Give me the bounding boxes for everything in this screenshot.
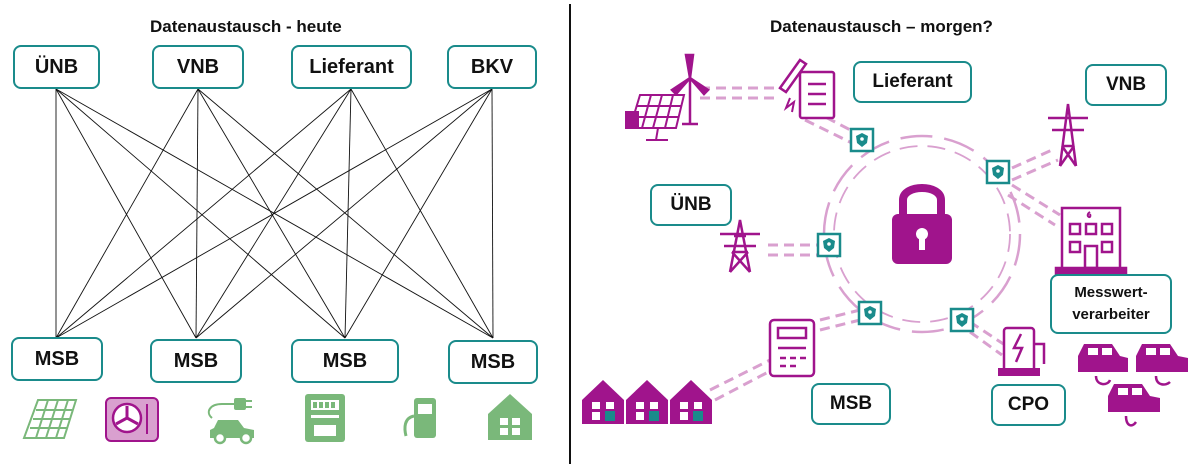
connection-line xyxy=(55,88,493,339)
electricity-meter-icon xyxy=(305,394,345,442)
messwert-label-line2: verarbeiter xyxy=(1072,306,1150,323)
role-box-lieferant: Lieferant xyxy=(291,45,412,89)
role-box-vnb: VNB xyxy=(152,45,244,89)
solar-panel-icon xyxy=(625,94,686,141)
contract-icon xyxy=(778,58,836,120)
shield-icon xyxy=(857,300,883,326)
connection-line xyxy=(55,88,199,339)
role-box-cpo: CPO xyxy=(991,384,1066,426)
electric-cars-icon xyxy=(1078,344,1188,427)
house-icon xyxy=(488,394,532,440)
wind-turbine-icon xyxy=(670,53,710,126)
padlock-icon xyxy=(892,184,952,264)
charging-station-icon xyxy=(403,398,436,438)
role-box-messwertverarbeiter: Messwert- verarbeiter xyxy=(1050,274,1172,334)
shield-icon xyxy=(985,159,1011,185)
role-box-msb-1: MSB xyxy=(11,337,103,381)
role-box-vnb: VNB xyxy=(1085,64,1167,106)
building-icon xyxy=(1054,206,1128,276)
electric-car-icon xyxy=(207,398,254,445)
houses-icon xyxy=(582,380,712,424)
connection-line xyxy=(344,88,352,339)
left-connection-lines xyxy=(55,88,494,339)
right-title: Datenaustausch – morgen? xyxy=(770,17,993,36)
role-box-msb: MSB xyxy=(811,383,891,425)
section-divider xyxy=(569,4,571,464)
connection-line xyxy=(344,88,493,339)
connection-line xyxy=(197,88,494,339)
connection-line xyxy=(55,88,352,339)
left-title: Datenaustausch - heute xyxy=(150,17,342,36)
left-device-icons xyxy=(22,394,532,445)
heat-pump-icon xyxy=(105,397,159,442)
role-box-msb-2: MSB xyxy=(150,339,242,383)
connection-line xyxy=(491,88,494,339)
solar-panel-icon xyxy=(22,399,78,439)
power-pylon-icon xyxy=(720,219,760,273)
role-box-uenb: ÜNB xyxy=(650,184,732,226)
connection-line xyxy=(55,88,346,339)
role-box-bkv: BKV xyxy=(447,45,537,89)
shield-icon xyxy=(949,307,975,333)
charging-station-icon xyxy=(998,326,1046,376)
messwert-label-line1: Messwert- xyxy=(1074,284,1148,301)
shield-icon xyxy=(816,232,842,258)
role-box-msb-4: MSB xyxy=(448,340,538,384)
role-box-msb-3: MSB xyxy=(291,339,399,383)
connection-line xyxy=(350,88,494,339)
role-box-uenb: ÜNB xyxy=(13,45,100,89)
connection-line xyxy=(55,88,197,339)
smart-meter-icon xyxy=(768,318,816,378)
power-pylon-icon xyxy=(1048,103,1088,167)
connection-line xyxy=(197,88,346,339)
exchange-ring xyxy=(822,134,1022,334)
connection-line xyxy=(195,88,199,339)
shield-icon xyxy=(849,127,875,153)
connection-line xyxy=(195,88,493,339)
role-box-lieferant: Lieferant xyxy=(853,61,972,103)
